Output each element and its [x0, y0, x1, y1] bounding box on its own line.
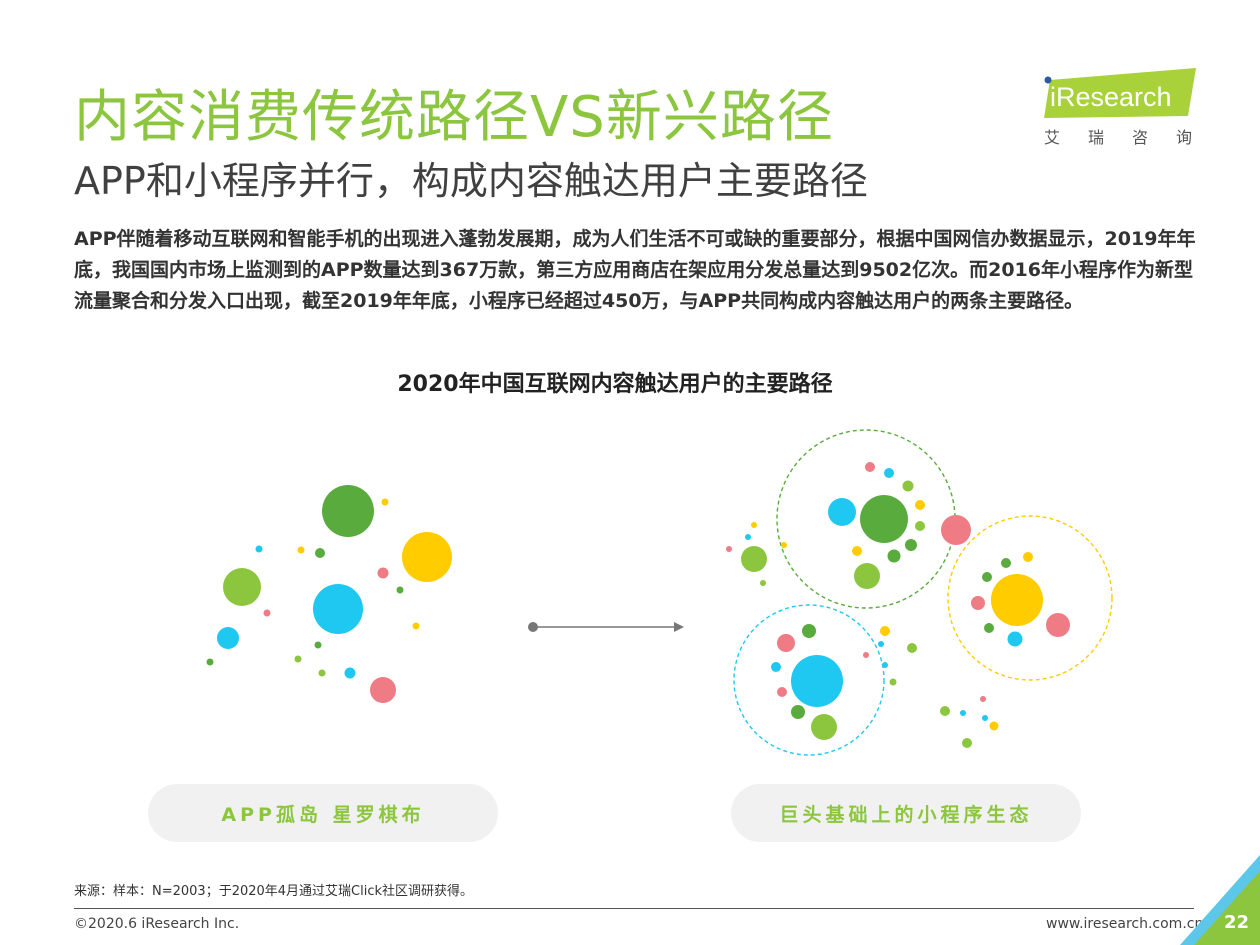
- transition-arrow: [528, 622, 684, 632]
- ecosystem-ring-yellow: [947, 515, 1113, 681]
- mini-program-ecosystem: [726, 429, 1113, 756]
- island-dot: [318, 669, 326, 677]
- island-dot: [412, 622, 420, 630]
- island-dot: [344, 667, 356, 679]
- copyright: ©2020.6 iResearch Inc.: [74, 916, 240, 932]
- island-dot: [223, 568, 261, 606]
- island-dot: [206, 658, 214, 666]
- island-dot: [255, 545, 263, 553]
- body-paragraph: APP伴随着移动互联网和智能手机的出现进入蓬勃发展期，成为人们生活不可或缺的重要…: [74, 228, 1196, 312]
- island-dot: [377, 567, 389, 579]
- footer-divider: [74, 908, 1194, 909]
- page-number: 22: [1224, 912, 1250, 933]
- website-link[interactable]: www.iresearch.com.cn: [1046, 916, 1204, 932]
- corner-decoration: [1180, 855, 1260, 945]
- island-dot: [381, 498, 389, 506]
- island-dot: [322, 485, 374, 537]
- island-dot: [263, 609, 271, 617]
- iresearch-logo: iResearch: [1044, 68, 1196, 118]
- ecosystem-ring-blue: [733, 604, 885, 756]
- island-dot: [402, 532, 452, 582]
- island-dot: [297, 546, 305, 554]
- page-subtitle: APP和小程序并行，构成内容触达用户主要路径: [74, 159, 868, 203]
- source-note: 来源：样本：N=2003；于2020年4月通过艾瑞Click社区调研获得。: [74, 884, 474, 899]
- island-dot: [370, 677, 396, 703]
- island-dot: [315, 548, 325, 558]
- island-dot: [396, 586, 404, 594]
- island-dot: [294, 655, 302, 663]
- island-dot: [313, 584, 363, 634]
- page-title: 内容消费传统路径VS新兴路径: [74, 85, 834, 150]
- island-dot: [314, 641, 322, 649]
- logo-brand-cn: 艾瑞咨询: [1044, 128, 1221, 147]
- label-app-islands: APP孤岛 星罗棋布: [148, 784, 498, 842]
- island-dot: [217, 627, 239, 649]
- logo-brand-text: iResearch: [1050, 82, 1172, 112]
- label-mini-program-ecosystem: 巨头基础上的小程序生态: [731, 784, 1081, 842]
- diagram-title: 2020年中国互联网内容触达用户的主要路径: [397, 372, 833, 397]
- app-islands-cluster: [206, 485, 452, 703]
